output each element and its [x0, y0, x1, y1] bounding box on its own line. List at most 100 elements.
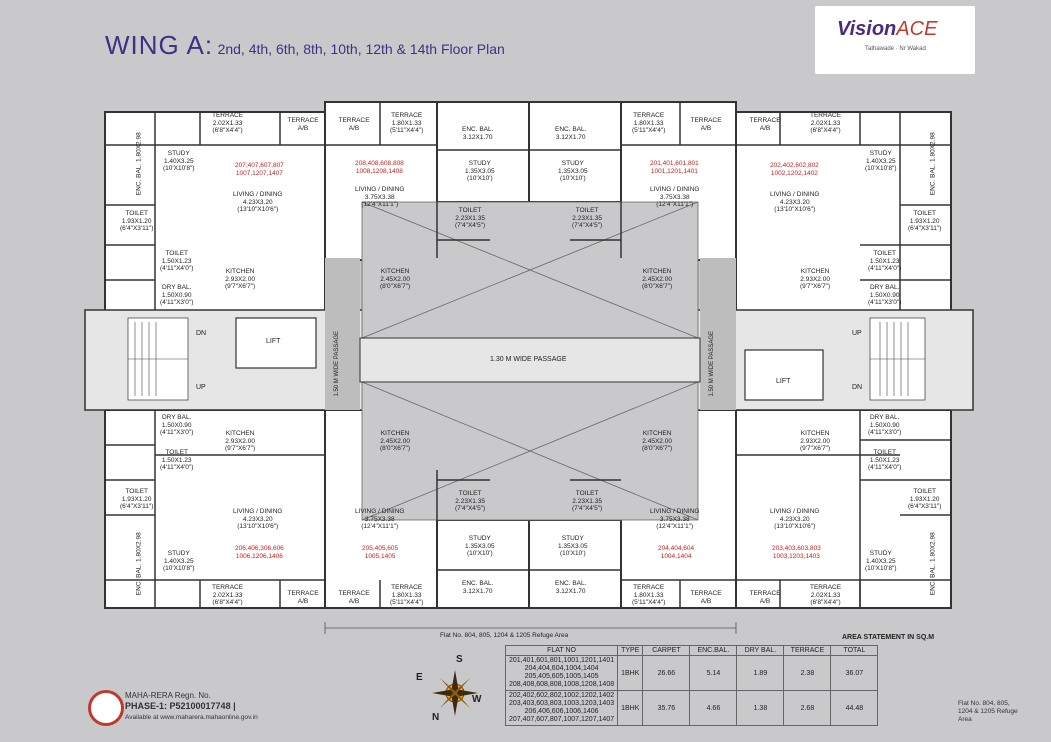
- bcl-terrace-ab: TERRACE A/B: [338, 590, 370, 605]
- terrace-cell: 2.38: [783, 655, 832, 691]
- tl-dry-bal: DRY BAL.1.50X0.90(4'11"X3'0"): [160, 284, 194, 306]
- area-table: FLAT NO TYPE CARPET ENC.BAL. DRY BAL. TE…: [504, 645, 879, 726]
- flat-bottom-left: [104, 409, 326, 609]
- area-table-header: FLAT NO TYPE CARPET ENC.BAL. DRY BAL. TE…: [504, 645, 879, 656]
- bl-enc-bal: ENC. BAL. 1.80X2.98: [135, 532, 143, 596]
- carpet-cell: 26.66: [642, 655, 691, 691]
- compass-w: W: [472, 694, 482, 705]
- stair-up-left: UP: [196, 384, 206, 391]
- compass-n: N: [432, 712, 440, 723]
- left-passage: [325, 258, 360, 410]
- enc-cell: 5.14: [689, 655, 738, 691]
- tl-terrace-ab: TERRACE A/B: [287, 117, 319, 132]
- bcr-terrace-ab: TERRACE A/B: [690, 590, 722, 605]
- right-passage: [700, 258, 736, 410]
- study-top-left: [436, 101, 530, 203]
- logo-wordmark: VisionACE: [837, 18, 938, 40]
- right-passage-label: 1.50 M WIDE PASSAGE: [709, 330, 716, 397]
- tl-enc-bal: ENC. BAL. 1.80X2.98: [135, 132, 143, 196]
- study-bottom-right: [528, 519, 622, 609]
- type-cell: 1BHK: [617, 655, 644, 691]
- compass-rose-icon: S E W N: [416, 654, 490, 728]
- header-flat-no: FLAT NO: [504, 645, 619, 656]
- br-enc-bal: ENC. BAL. 1.80X2.98: [929, 532, 937, 596]
- area-statement-heading: AREA STATEMENT IN SQ.M: [842, 634, 935, 641]
- lift-label-right: LIFT: [776, 378, 791, 385]
- rera-regn-number: PHASE-1: P52100017748 |: [125, 701, 236, 711]
- bcl-enc-bal: ENC. BAL.3.12X1.70: [462, 580, 494, 595]
- header-terrace: TERRACE: [783, 645, 832, 656]
- title-wing: WING A:: [105, 30, 214, 60]
- title-floors: 2nd, 4th, 6th, 8th, 10th, 12th & 14th Fl…: [217, 41, 505, 57]
- tr-terrace-ab: TERRACE A/B: [749, 117, 781, 132]
- logo-tagline: Tathawade · Nr Wakad: [865, 46, 926, 52]
- bl-terrace-ab: TERRACE A/B: [287, 590, 319, 605]
- tcr-enc-bal: ENC. BAL.3.12X1.70: [555, 126, 587, 141]
- compass-e: E: [416, 672, 423, 683]
- left-passage-label: 1.50 M WIDE PASSAGE: [334, 330, 341, 397]
- rera-block: MAHA-RERA Regn. No. PHASE-1: P5210001774…: [125, 690, 258, 723]
- flat-bottom-right: [735, 409, 952, 609]
- total-cell: 44.48: [830, 690, 879, 726]
- carpet-cell: 35.76: [642, 690, 691, 726]
- rera-website: Available at www.maharera.mahaonline.gov…: [125, 714, 258, 721]
- lift-right: [744, 349, 824, 401]
- study-top-right: [528, 101, 622, 203]
- terrace-cell: 2.68: [783, 690, 832, 726]
- tcl-terrace-ab: TERRACE A/B: [338, 117, 370, 132]
- bl-dry-bal: DRY BAL.1.50X0.90(4'11"X3'0"): [160, 414, 194, 436]
- enc-cell: 4.66: [689, 690, 738, 726]
- tcl-enc-bal: ENC. BAL.3.12X1.70: [462, 126, 494, 141]
- compass-s: S: [456, 654, 463, 665]
- bcr-enc-bal: ENC. BAL.3.12X1.70: [555, 580, 587, 595]
- dry-cell: 1.38: [736, 690, 785, 726]
- header-carpet: CARPET: [642, 645, 691, 656]
- header-enc-bal: ENC.BAL.: [689, 645, 738, 656]
- page-title: WING A: 2nd, 4th, 6th, 8th, 10th, 12th &…: [105, 30, 505, 61]
- stair-dn-right: DN: [852, 384, 863, 391]
- refuge-side-note: Flat No. 804, 805, 1204 & 1205 Refuge Ar…: [958, 700, 1018, 723]
